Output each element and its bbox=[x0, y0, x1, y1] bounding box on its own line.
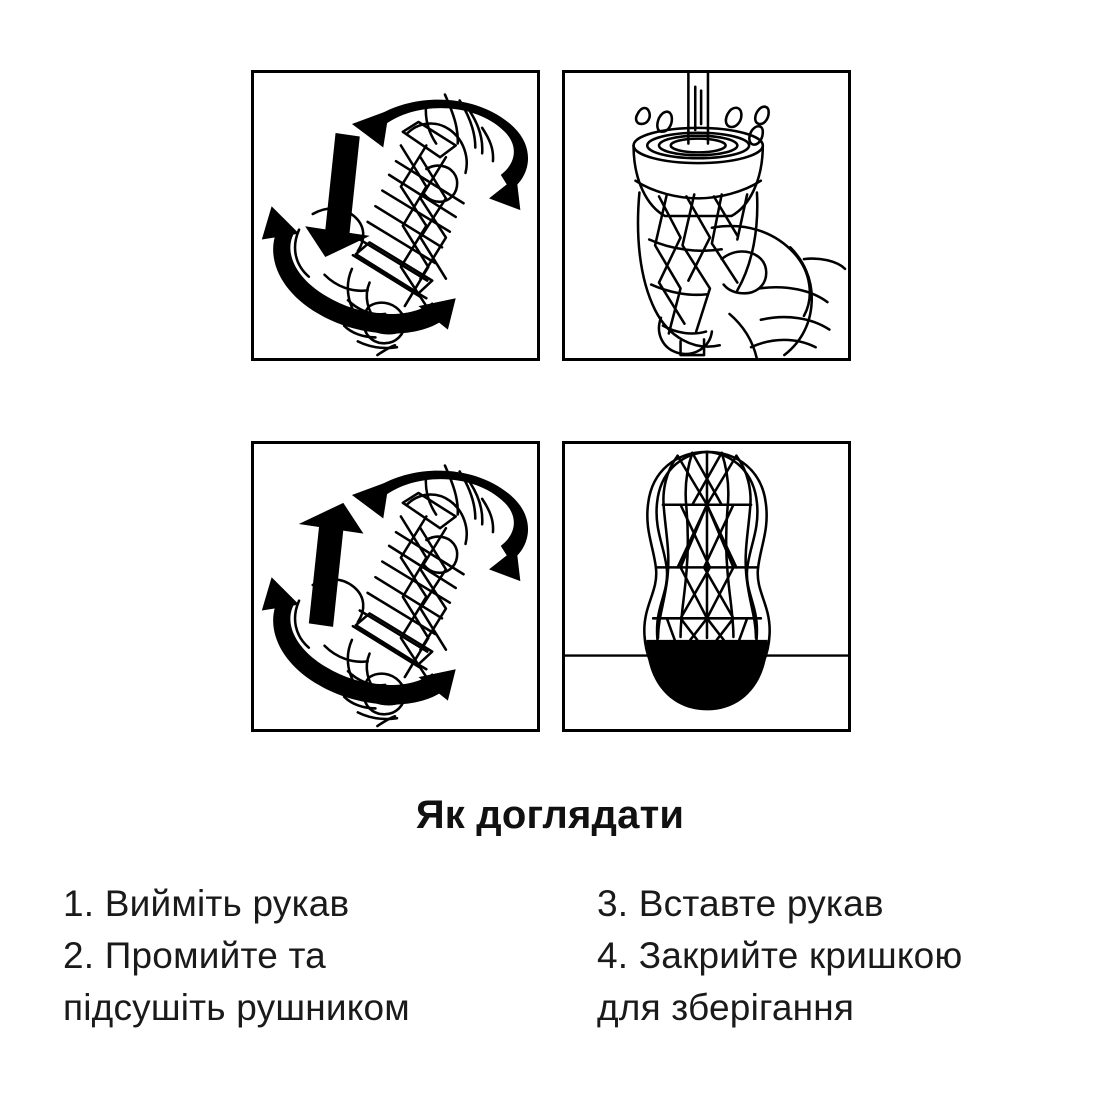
care-step-line: підсушіть рушником bbox=[63, 987, 410, 1028]
rotation-arrow-bottom-icon bbox=[273, 596, 446, 705]
care-step-line: 2. Промийте та bbox=[63, 935, 326, 976]
rotation-arrow-top-icon bbox=[371, 470, 529, 562]
water-droplet-icon bbox=[634, 106, 651, 126]
rotation-arrow-bottom-icon bbox=[273, 225, 446, 334]
sleeve-under-running-water-icon bbox=[632, 73, 847, 358]
panel-insert-sleeve bbox=[251, 441, 540, 732]
page-title: Як доглядати bbox=[415, 793, 685, 837]
cap-base-filled bbox=[646, 639, 768, 711]
care-step-line: 4. Закрийте кришкою bbox=[597, 935, 963, 976]
hand-twisting-sleeve-in-icon bbox=[261, 464, 529, 728]
panel-remove-sleeve bbox=[251, 70, 540, 361]
arrow-down-icon bbox=[298, 502, 364, 627]
hand-twisting-sleeve-out-icon bbox=[261, 93, 529, 357]
arrow-up-icon bbox=[305, 132, 370, 258]
rotation-arrow-top-icon bbox=[371, 99, 529, 191]
care-steps-column-right: 3. Вставте рукав 4. Закрийте кришкою для… bbox=[597, 878, 1067, 1034]
panel-store-sleeve bbox=[562, 441, 851, 732]
care-steps: 1. Вийміть рукав 2. Промийте та підсушіт… bbox=[0, 878, 1100, 1058]
care-step-line: 3. Вставте рукав bbox=[597, 883, 884, 924]
sleeve-in-cap-on-surface-icon bbox=[565, 450, 848, 711]
care-step-line: 1. Вийміть рукав bbox=[63, 883, 350, 924]
care-step-line: для зберігання bbox=[597, 987, 855, 1028]
instruction-panel-grid bbox=[251, 70, 851, 732]
panel-rinse-sleeve bbox=[562, 70, 851, 361]
care-steps-column-left: 1. Вийміть рукав 2. Промийте та підсушіт… bbox=[63, 878, 563, 1034]
